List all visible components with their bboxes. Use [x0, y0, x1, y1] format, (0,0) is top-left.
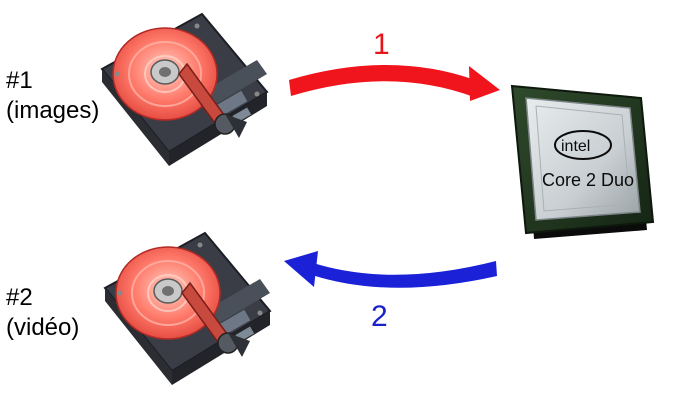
disk-2-content: (vidéo): [6, 314, 80, 341]
disk-1-number: #1: [6, 67, 33, 94]
hard-drive-icon: [101, 13, 268, 167]
hard-drive-icon: [104, 232, 271, 386]
arrow-1-label: 1: [373, 28, 390, 61]
cpu-chip-icon: intel Core 2 Duo: [510, 84, 655, 239]
arrow-2-label: 2: [371, 300, 388, 333]
disk-2-number: #2: [6, 284, 33, 311]
cpu-model: Core 2 Duo: [542, 170, 634, 190]
arrow-1: [289, 65, 500, 101]
arrow-2: [284, 251, 497, 288]
disk-1-label: #1 (images): [6, 66, 99, 126]
disk-1-content: (images): [6, 97, 100, 124]
cpu-brand: intel: [561, 138, 590, 155]
disk-2-label: #2 (vidéo): [6, 283, 79, 343]
